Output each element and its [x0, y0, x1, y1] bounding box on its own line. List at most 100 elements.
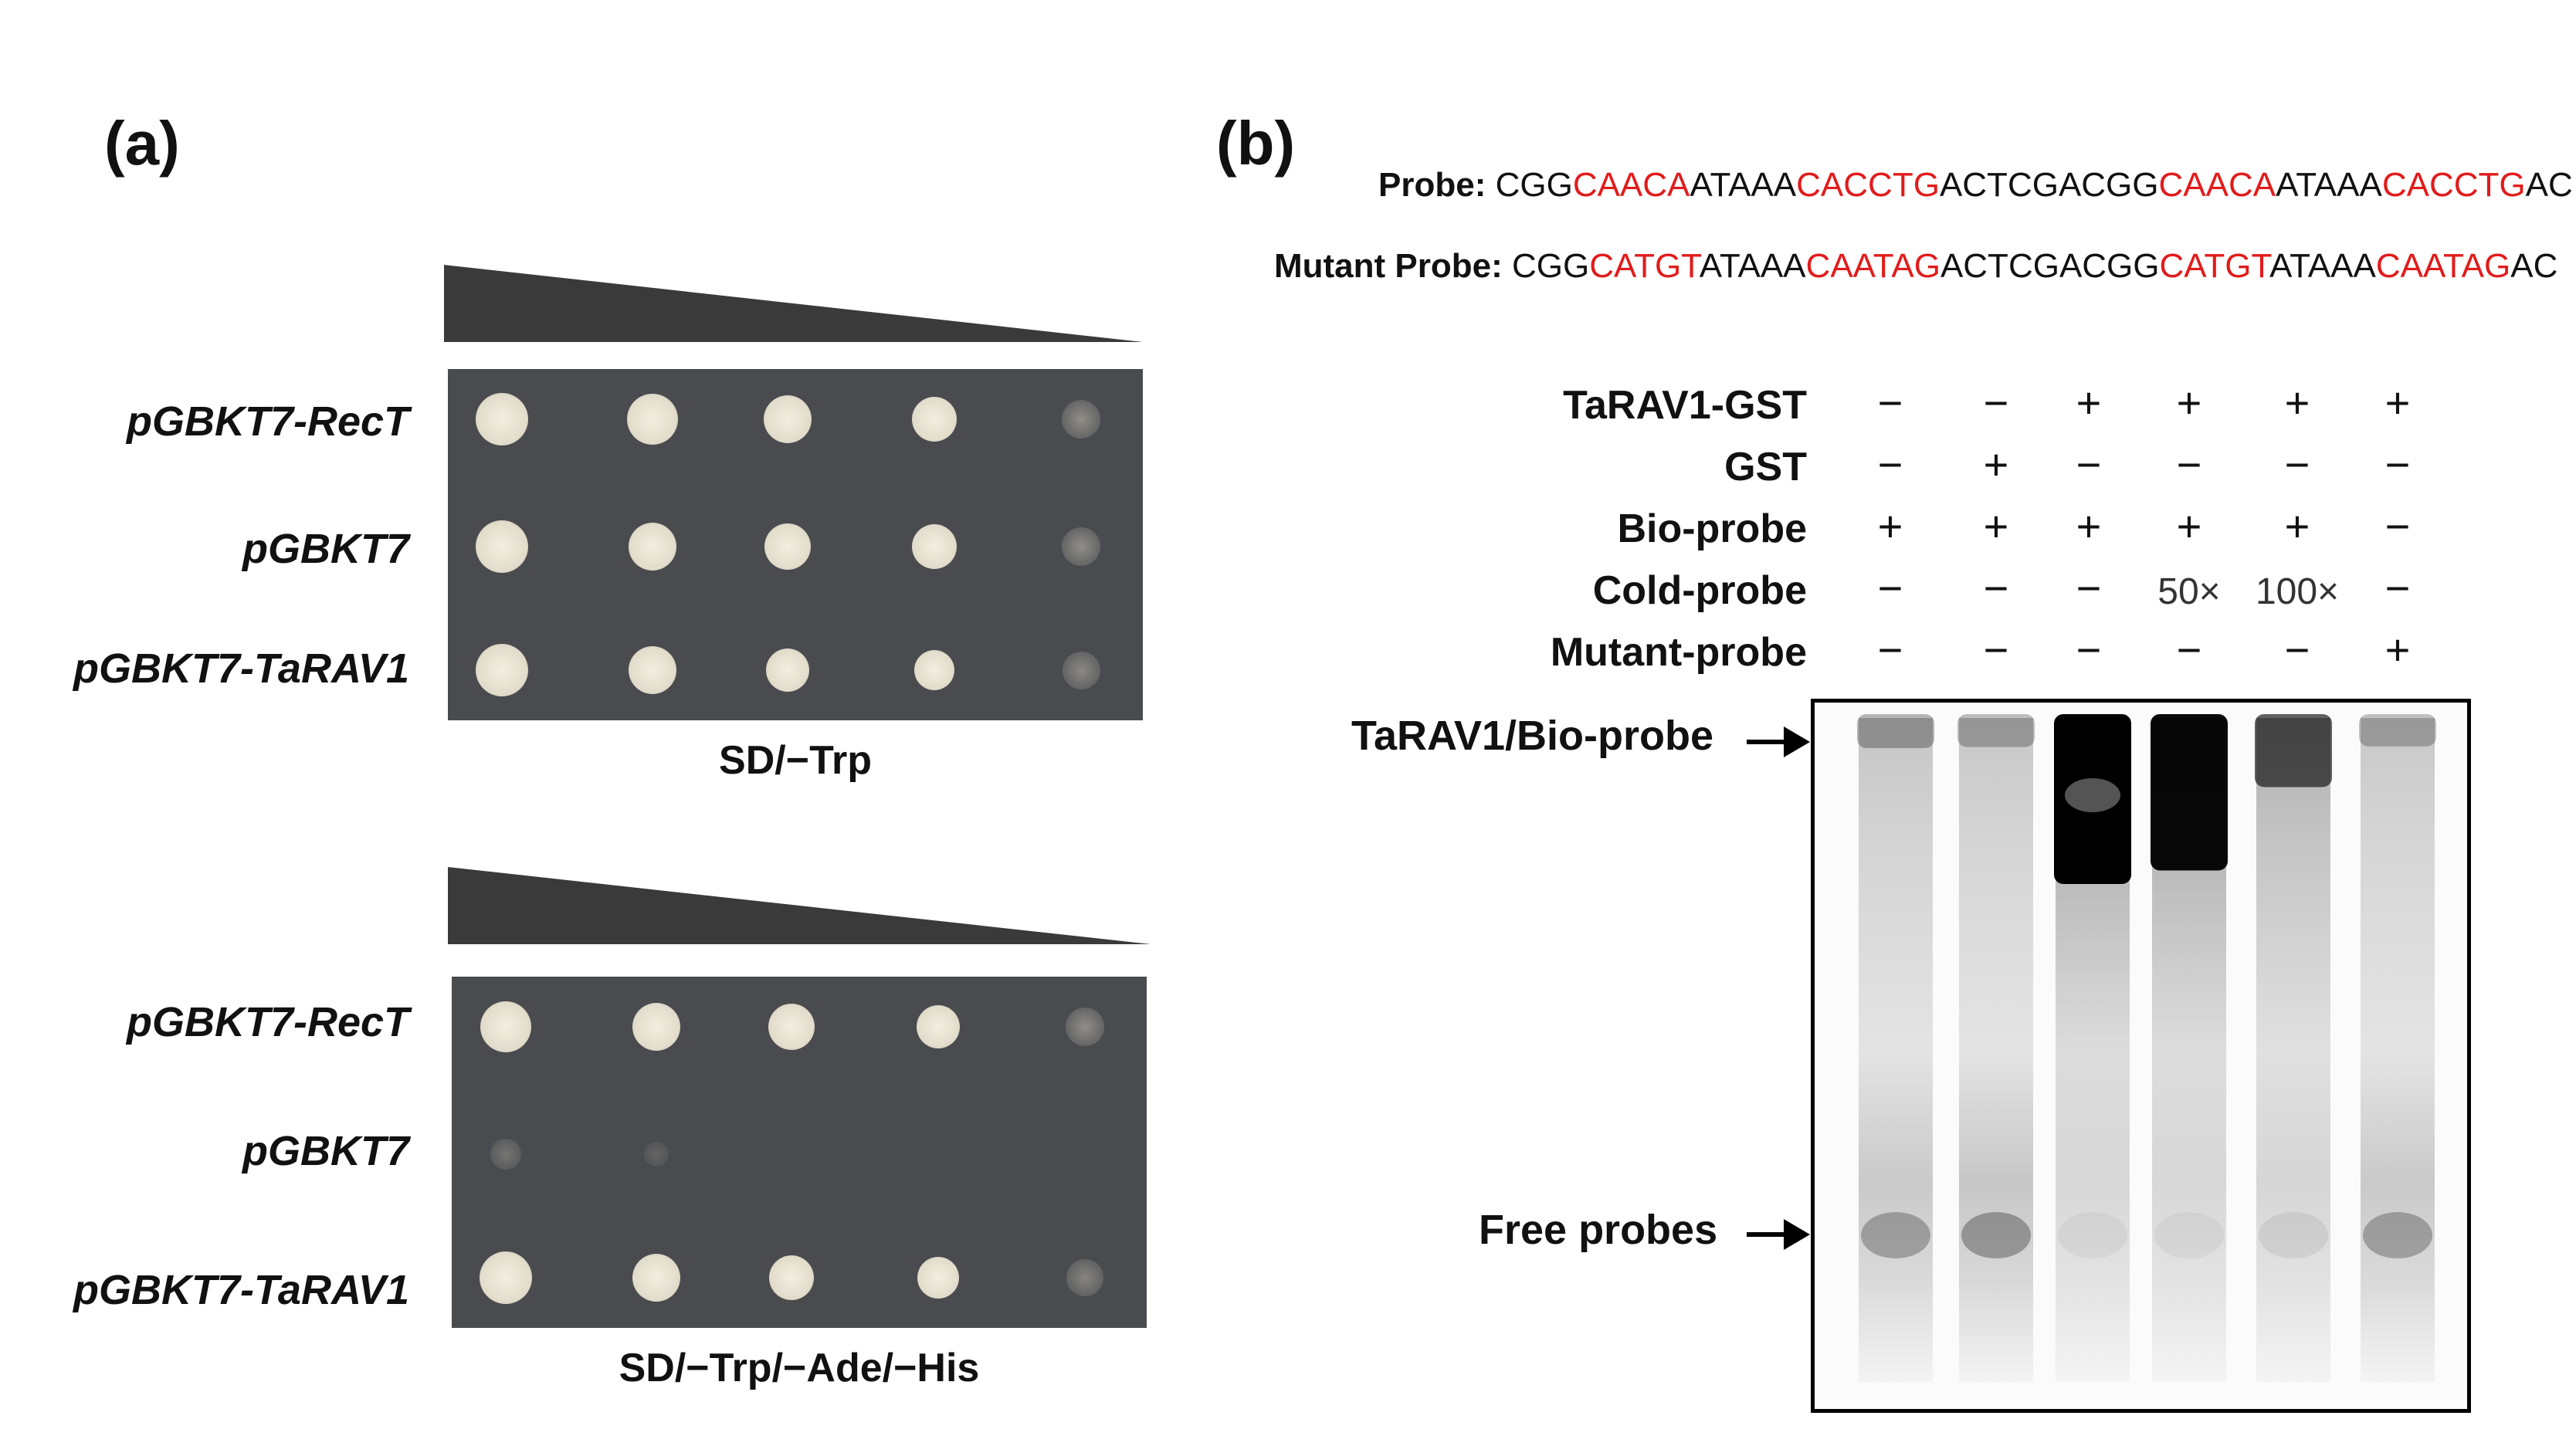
yeast-colony: [1061, 527, 1101, 567]
yeast-colony: [476, 520, 528, 573]
condition-value: +: [2076, 378, 2102, 427]
condition-value: +: [2284, 502, 2310, 550]
condition-value: −: [1877, 625, 1903, 674]
panel-b-label: (b): [1216, 109, 1296, 178]
condition-value: −: [1983, 564, 2009, 612]
yeast-colony: [764, 523, 812, 571]
yeast-colony: [916, 1004, 961, 1049]
condition-value: +: [1983, 502, 2009, 550]
condition-value: 100×: [2255, 571, 2340, 612]
condition-value: +: [1983, 440, 2009, 489]
sequence-segment: CGG: [1495, 166, 1573, 204]
sequence-segment: AC: [2525, 166, 2573, 204]
free-arrow-head: [1784, 1219, 1810, 1250]
complex-band: [2151, 714, 2228, 871]
strain-label: pGBKT7-RecT: [126, 999, 409, 1045]
dilution-wedge-top: [444, 265, 1143, 342]
complex-band-label: TaRAV1/Bio-probe: [1351, 713, 1714, 759]
motif-segment: CAATAG: [2375, 247, 2511, 285]
yeast-colony: [763, 395, 812, 444]
condition-value: −: [2076, 440, 2102, 489]
dilution-wedge-bottom: [448, 867, 1151, 944]
strain-label: pGBKT7-TaRAV1: [73, 645, 409, 692]
free-probe-band: [2363, 1212, 2432, 1258]
panel-a-label: (a): [104, 109, 180, 178]
emsa-gel: [1811, 699, 2471, 1413]
strain-label: pGBKT7: [242, 1128, 409, 1174]
condition-value: +: [2384, 378, 2411, 427]
complex-arrow-head: [1784, 726, 1810, 757]
condition-value: −: [2284, 625, 2310, 674]
free-probe-band: [2058, 1212, 2127, 1258]
yeast-colony: [480, 1251, 532, 1304]
yeast-colony: [913, 649, 955, 691]
motif-segment: CAACA: [2158, 166, 2276, 204]
probe-sequence: Probe: CGGCAACAATAAACACCTGACTCGACGGCAACA…: [1378, 166, 2573, 205]
condition-label: GST: [1724, 445, 1807, 489]
condition-value: −: [1877, 378, 1903, 427]
yeast-colony: [632, 1253, 681, 1302]
yeast-colony: [917, 1256, 960, 1299]
strain-label: pGBKT7-RecT: [126, 398, 409, 445]
yeast-colony: [628, 645, 677, 695]
condition-value: −: [1877, 564, 1903, 612]
condition-value: −: [1983, 378, 2009, 427]
condition-value: +: [2176, 378, 2202, 427]
free-probe-band: [2259, 1212, 2328, 1258]
gel-lane: [2256, 718, 2330, 1382]
condition-value: −: [2176, 440, 2202, 489]
plate-sd-trp: [448, 369, 1143, 720]
sequence-segment: ATAAA: [1699, 247, 1806, 285]
strain-label: pGBKT7-TaRAV1: [73, 1267, 409, 1313]
condition-value: −: [2176, 625, 2202, 674]
condition-label: TaRAV1-GST: [1563, 383, 1807, 428]
condition-value: −: [1877, 440, 1903, 489]
band-highlight: [2065, 778, 2120, 812]
free-probe-band: [1861, 1212, 1930, 1258]
sequence-segment: AC: [2510, 247, 2558, 285]
motif-segment: CATGT: [1589, 247, 1700, 285]
yeast-colony: [476, 393, 528, 445]
yeast-colony: [626, 393, 679, 445]
yeast-colony: [1061, 399, 1101, 439]
yeast-colony: [768, 1255, 815, 1301]
condition-value: −: [2384, 502, 2411, 550]
motif-segment: CACCTG: [2381, 166, 2526, 204]
yeast-colony: [911, 396, 958, 442]
yeast-colony: [628, 522, 677, 571]
yeast-colony: [765, 648, 810, 693]
gel-lane: [1959, 718, 2033, 1382]
condition-value: −: [2384, 440, 2411, 489]
gel-lane: [1859, 718, 1933, 1382]
mutant-sequence-label: Mutant Probe:: [1274, 247, 1512, 285]
motif-segment: CATGT: [2159, 247, 2270, 285]
condition-value: +: [2176, 502, 2202, 550]
yeast-colony: [1062, 651, 1100, 689]
gel-lane: [2361, 718, 2435, 1382]
mutant-probe-sequence: Mutant Probe: CGGCATGTATAAACAATAGACTCGAC…: [1274, 247, 2557, 286]
medium-label: SD/−Trp/−Ade/−His: [619, 1346, 980, 1390]
condition-value: −: [2284, 440, 2310, 489]
yeast-colony: [911, 523, 958, 570]
condition-value: −: [2384, 564, 2411, 612]
condition-value: −: [2076, 564, 2102, 612]
condition-label: Bio-probe: [1617, 506, 1807, 551]
complex-arrow: [1747, 740, 1785, 744]
sequence-segment: ACTCGACGG: [1940, 247, 2160, 285]
yeast-colony: [1066, 1259, 1103, 1296]
condition-value: +: [2284, 378, 2310, 427]
plate-sd-trp-ade-his: [452, 977, 1147, 1328]
condition-value: +: [2384, 625, 2411, 674]
complex-band: [2359, 714, 2436, 747]
condition-label: Cold-probe: [1592, 568, 1807, 613]
condition-value: +: [2076, 502, 2102, 550]
motif-segment: CAACA: [1572, 166, 1690, 204]
sequence-segment: ATAAA: [2269, 247, 2376, 285]
condition-value: −: [2076, 625, 2102, 674]
condition-value: 50×: [2157, 571, 2221, 612]
complex-band: [1957, 714, 2035, 747]
sequence-segment: ACTCGACGG: [1939, 166, 2159, 204]
yeast-colony: [490, 1139, 521, 1170]
sequence-segment: ATAAA: [1690, 166, 1797, 204]
yeast-colony: [644, 1142, 669, 1167]
